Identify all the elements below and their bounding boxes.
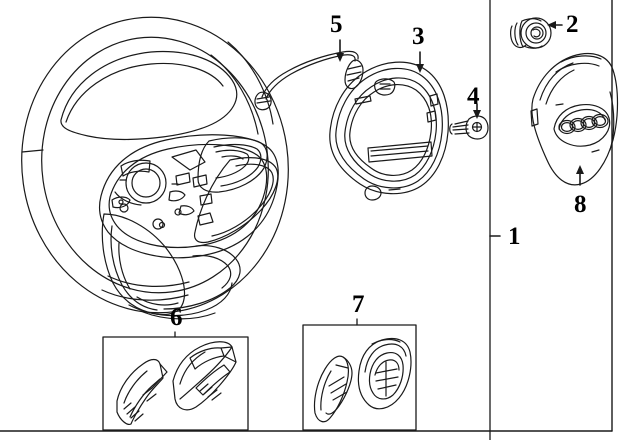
callout-8[interactable]: 8 [574, 191, 587, 218]
audi-rings-emblem [553, 103, 611, 147]
callout-2[interactable]: 2 [566, 11, 579, 38]
page-frame [0, 0, 613, 432]
trim-bezel-illustration [329, 61, 449, 201]
callout-7[interactable]: 7 [352, 291, 365, 318]
inset-box-6 [102, 336, 249, 431]
callout-6[interactable]: 6 [170, 304, 183, 331]
wiring-harness-illustration [254, 50, 364, 111]
callout-1[interactable]: 1 [508, 223, 521, 250]
inset-box-7 [302, 324, 417, 431]
callout-3[interactable]: 3 [412, 23, 425, 50]
airbag-module-illustration [530, 52, 619, 186]
leader-lines [174, 21, 584, 338]
assembly-bracket-line [489, 0, 501, 440]
callout-5[interactable]: 5 [330, 11, 343, 38]
callout-4[interactable]: 4 [467, 83, 480, 110]
retaining-clip-illustration [510, 17, 552, 49]
steering-wheel-illustration [21, 16, 289, 320]
mounting-screw-illustration [449, 115, 489, 140]
